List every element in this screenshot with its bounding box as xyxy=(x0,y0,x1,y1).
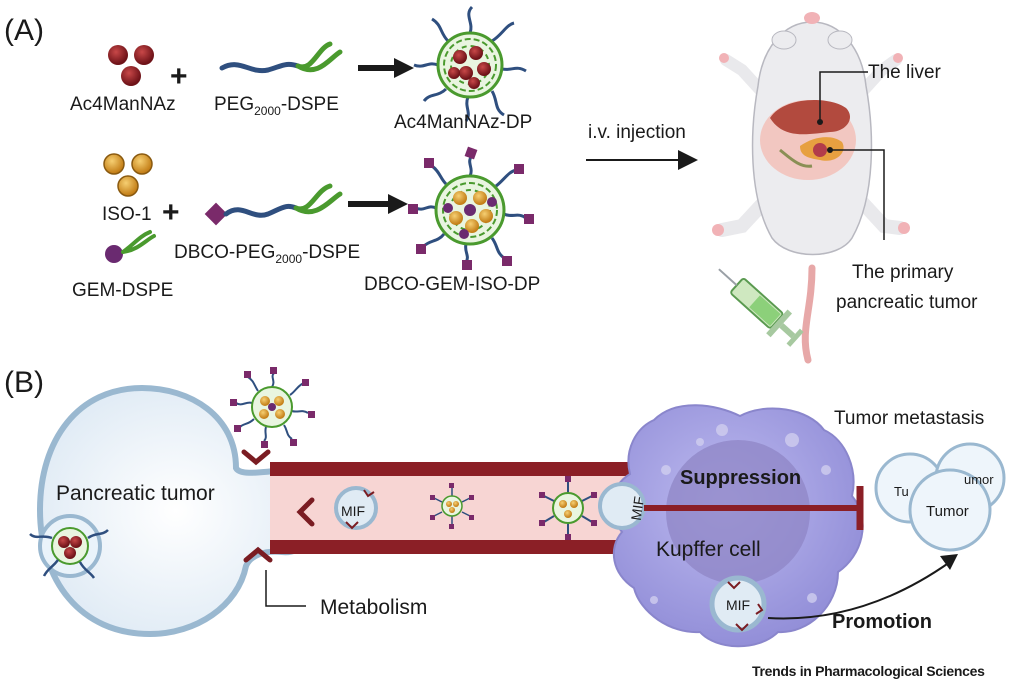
liver-pointer-line xyxy=(819,71,868,122)
mif-vesicle-in-vessel xyxy=(334,486,378,530)
promotion-arrow xyxy=(767,561,951,620)
primary-tumor-label-line1: The primary xyxy=(852,262,954,283)
dbco-gem-iso-dp-label: DBCO-GEM-ISO-DP xyxy=(364,274,540,295)
ac4mannaz-dp-nanoparticle-icon xyxy=(413,5,527,122)
tumor-label-partial-left: Tu xyxy=(894,484,909,499)
dbco-gem-iso-dp-nanoparticle-icon xyxy=(408,146,534,270)
metabolism-pointer-line xyxy=(265,570,306,607)
ac4mannaz-label: Ac4ManNAz xyxy=(70,94,176,115)
tumor-pointer-dot xyxy=(827,147,833,153)
mif-label-vessel: MIF xyxy=(341,503,365,519)
arrow-head-2 xyxy=(388,194,408,214)
mif-vesicle-kupffer xyxy=(709,575,767,633)
promotion-label: Promotion xyxy=(832,611,932,633)
plus-sign-1: + xyxy=(170,60,188,93)
tumor-pointer-line xyxy=(830,149,885,240)
vessel-nanoparticle-large-icon xyxy=(539,476,597,540)
tumor-label-center: Tumor xyxy=(926,503,969,520)
gem-dspe-icon xyxy=(105,230,156,263)
peg-dspe-label: PEG2000-DSPE xyxy=(214,94,339,118)
metabolism-label: Metabolism xyxy=(320,596,427,619)
tumor-metastasis-label: Tumor metastasis xyxy=(834,408,984,429)
metastasis-tumor-cells xyxy=(874,442,1006,552)
ac4mannaz-molecule-icon xyxy=(108,45,154,86)
peg-dspe-chain-icon xyxy=(219,41,343,74)
the-liver-label: The liver xyxy=(868,62,942,83)
receptor-chevrons-icon xyxy=(241,449,315,563)
plus-sign-2: + xyxy=(162,196,180,229)
ac4mannaz-dp-label: Ac4ManNAz-DP xyxy=(394,112,532,133)
pancreatic-tumor-label: Pancreatic tumor xyxy=(56,482,215,505)
journal-credit: Trends in Pharmacological Sciences xyxy=(752,663,985,679)
promotion-arrow-head xyxy=(940,554,958,570)
arrow-head-1 xyxy=(394,58,414,78)
liver-pointer-dot xyxy=(817,119,823,125)
mouse-illustration-icon xyxy=(712,12,910,364)
kupffer-cell xyxy=(611,404,864,648)
dbco-peg-dspe-label: DBCO-PEG2000-DSPE xyxy=(174,242,360,266)
iso1-molecule-icon xyxy=(103,153,153,197)
iso1-label: ISO-1 xyxy=(102,204,152,225)
vessel-nanoparticle-small-icon xyxy=(430,483,474,529)
tumor-label-partial-right: umor xyxy=(964,472,994,487)
endosome-nanoparticle-icon xyxy=(29,514,109,579)
panel-b-label: (B) xyxy=(4,366,44,399)
suppression-label: Suppression xyxy=(680,467,801,489)
gem-dspe-label: GEM-DSPE xyxy=(72,280,173,301)
primary-tumor-label-line2: pancreatic tumor xyxy=(836,292,978,313)
mif-label-junction: MIF xyxy=(628,495,647,521)
dbco-peg-dspe-chain-icon xyxy=(204,183,343,226)
iv-injection-label: i.v. injection xyxy=(588,122,686,143)
mif-label-kupffer: MIF xyxy=(726,597,750,613)
panel-a-label: (A) xyxy=(4,14,44,47)
floating-nanoparticle-icon xyxy=(230,367,315,448)
kupffer-cell-label: Kupffer cell xyxy=(656,538,761,561)
syringe-icon xyxy=(718,268,804,347)
